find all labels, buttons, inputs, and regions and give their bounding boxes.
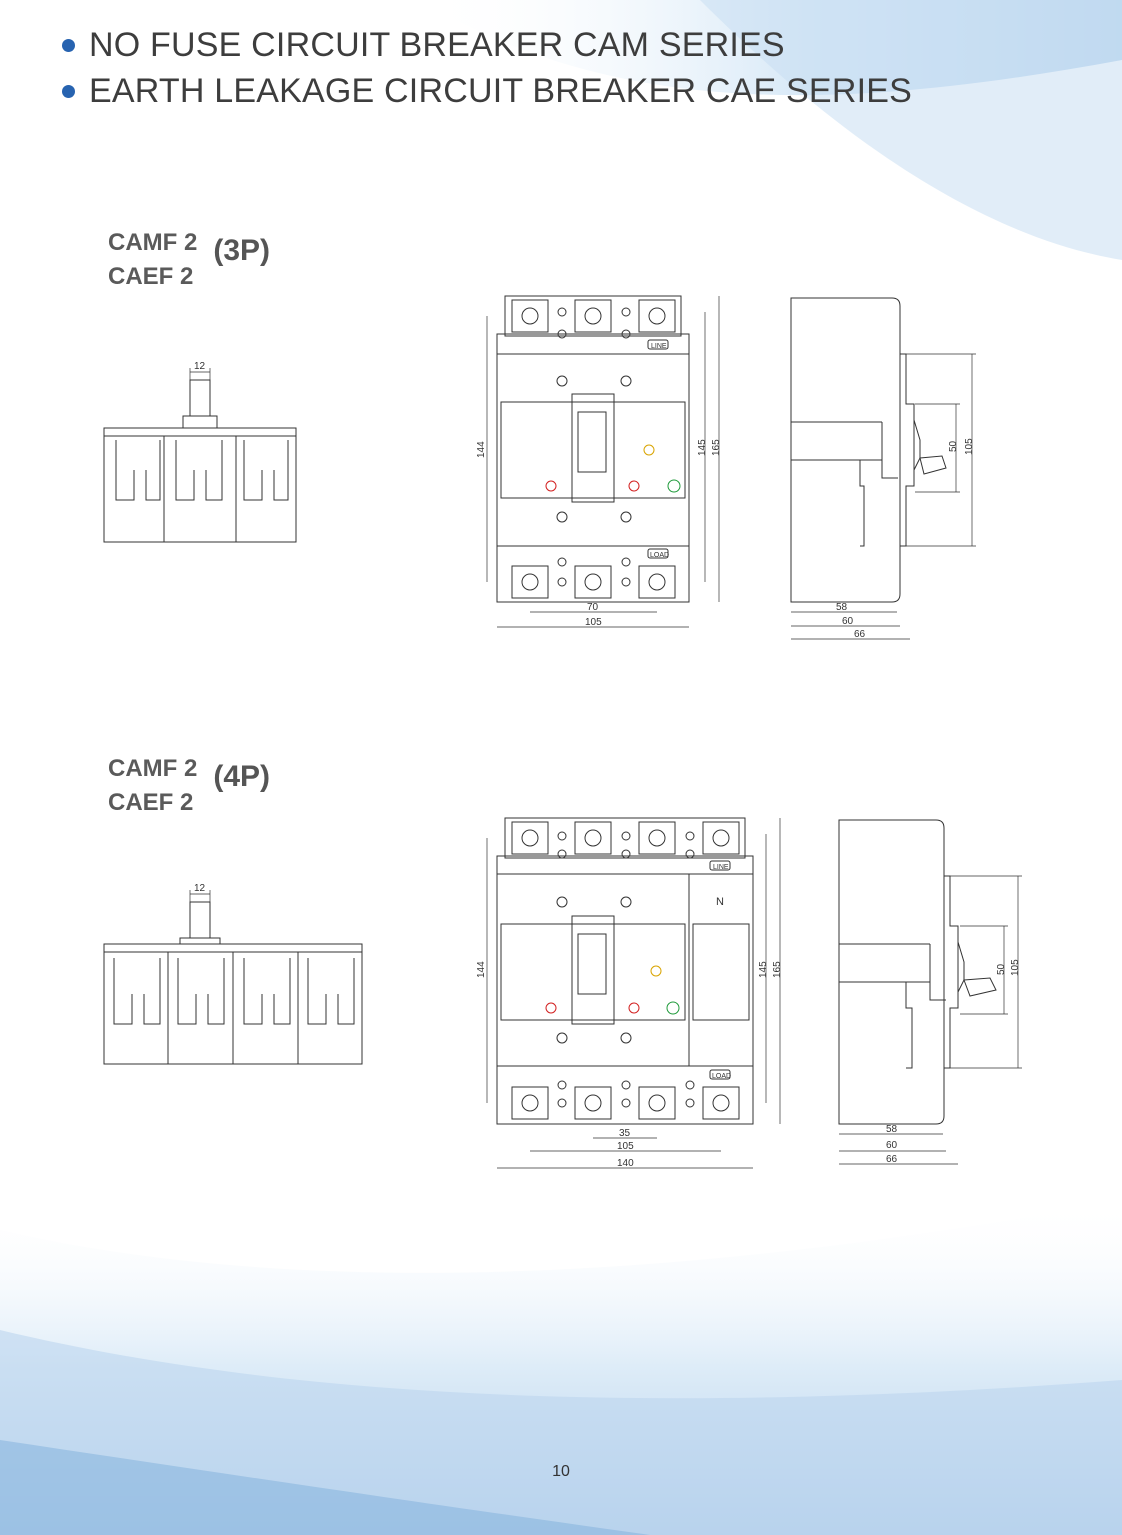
indicator-green-icon [666,1001,680,1015]
dimension-label: 60 [886,1140,898,1151]
section-3p-label: CAMF 2 CAEF 2 (3P) [108,226,270,294]
bullet-icon [62,84,75,98]
dimension-label: 105 [964,438,975,455]
dimension-label: 145 [758,961,769,978]
neutral-marking: N [716,896,724,908]
dimension-label: 35 [619,1128,631,1139]
dimension-label: 140 [617,1158,634,1169]
dimension-label: 58 [836,602,848,613]
front-view-3p: LINE LOAD 144 145 165 70 105 [476,295,722,628]
dimension-label: 66 [886,1154,898,1165]
indicator-red-icon [545,1002,557,1014]
dimension-label: 145 [697,439,708,456]
load-marking: LOAD [712,1073,731,1080]
dimension-label: 60 [842,616,854,627]
pole-count: (3P) [213,234,271,267]
model-name: CAEF 2 [108,789,194,816]
dimension-label: 105 [585,617,602,628]
header-title-1: NO FUSE CIRCUIT BREAKER CAM SERIES [89,25,785,64]
dimension-label: 144 [476,961,487,978]
load-marking: LOAD [650,552,669,559]
line-marking: LINE [651,343,667,350]
dimension-label: 50 [996,963,1007,975]
dimension-label: 144 [476,441,487,458]
side-view-4p: 50 105 58 60 66 [838,819,1022,1165]
model-name: CAEF 2 [108,263,194,290]
page-number: 10 [552,1463,570,1480]
page-header: NO FUSE CIRCUIT BREAKER CAM SERIES EARTH… [62,22,912,114]
model-name: CAMF 2 [108,755,198,782]
model-name: CAMF 2 [108,229,198,256]
dimension-label: 165 [711,439,722,456]
top-view-4p: 12 [103,883,363,1065]
dimension-label: 58 [886,1124,898,1135]
indicator-red-icon [628,480,640,492]
dimension-label: 66 [854,629,866,640]
dimension-label: 50 [948,440,959,452]
indicator-yellow-icon [643,444,655,456]
header-line-2: EARTH LEAKAGE CIRCUIT BREAKER CAE SERIES [62,68,912,114]
dimension-label: 12 [194,361,206,372]
dimension-label: 165 [772,961,783,978]
dimension-label: 105 [617,1141,634,1152]
front-view-4p: LINE N LOAD 144 145 165 35 105 [476,817,783,1169]
indicator-green-icon [667,479,681,493]
dimension-label: 105 [1010,959,1021,976]
dimension-label: 70 [587,602,599,613]
indicator-red-icon [545,480,557,492]
section-4p-label: CAMF 2 CAEF 2 (4P) [108,752,270,820]
bullet-icon [62,38,75,52]
indicator-yellow-icon [650,965,662,977]
header-title-2: EARTH LEAKAGE CIRCUIT BREAKER CAE SERIES [89,71,912,110]
top-view-3p: 12 [103,361,297,543]
side-view-3p: 50 105 58 60 66 [790,297,976,640]
pole-count: (4P) [213,760,271,793]
line-marking: LINE [713,864,729,871]
indicator-red-icon [628,1002,640,1014]
dimension-label: 12 [194,883,206,894]
header-line-1: NO FUSE CIRCUIT BREAKER CAM SERIES [62,22,912,68]
